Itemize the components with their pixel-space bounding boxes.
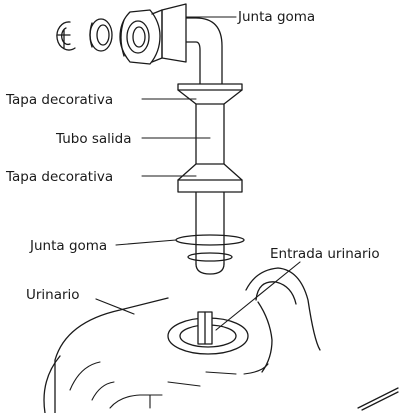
decorative-cap-lower — [177, 163, 243, 193]
label-tapa-decorativa-lower: Tapa decorativa — [5, 169, 113, 185]
leader-junta-goma-bottom — [115, 239, 177, 246]
elbow-pipe — [185, 17, 223, 85]
nut-part — [119, 9, 161, 65]
leader-lines — [95, 16, 301, 331]
locking-ring-part — [56, 21, 76, 51]
label-junta-goma-bottom: Junta goma — [29, 238, 107, 254]
washer-part — [89, 18, 113, 52]
label-tubo-salida: Tubo salida — [55, 131, 132, 147]
label-junta-goma-top: Junta goma — [237, 9, 315, 25]
decorative-cap-upper — [177, 83, 243, 105]
label-entrada-urinario: Entrada urinario — [270, 246, 380, 262]
label-urinario: Urinario — [26, 287, 80, 303]
leader-urinario — [95, 298, 135, 315]
label-tapa-decorativa-upper: Tapa decorativa — [5, 92, 113, 108]
rubber-gasket-bottom — [175, 234, 245, 262]
leader-entrada-urinario — [215, 261, 301, 331]
urinal-inlet — [167, 311, 249, 355]
rubber-gasket-top — [151, 3, 187, 63]
outlet-tube — [195, 103, 225, 275]
tool-line — [357, 387, 399, 411]
